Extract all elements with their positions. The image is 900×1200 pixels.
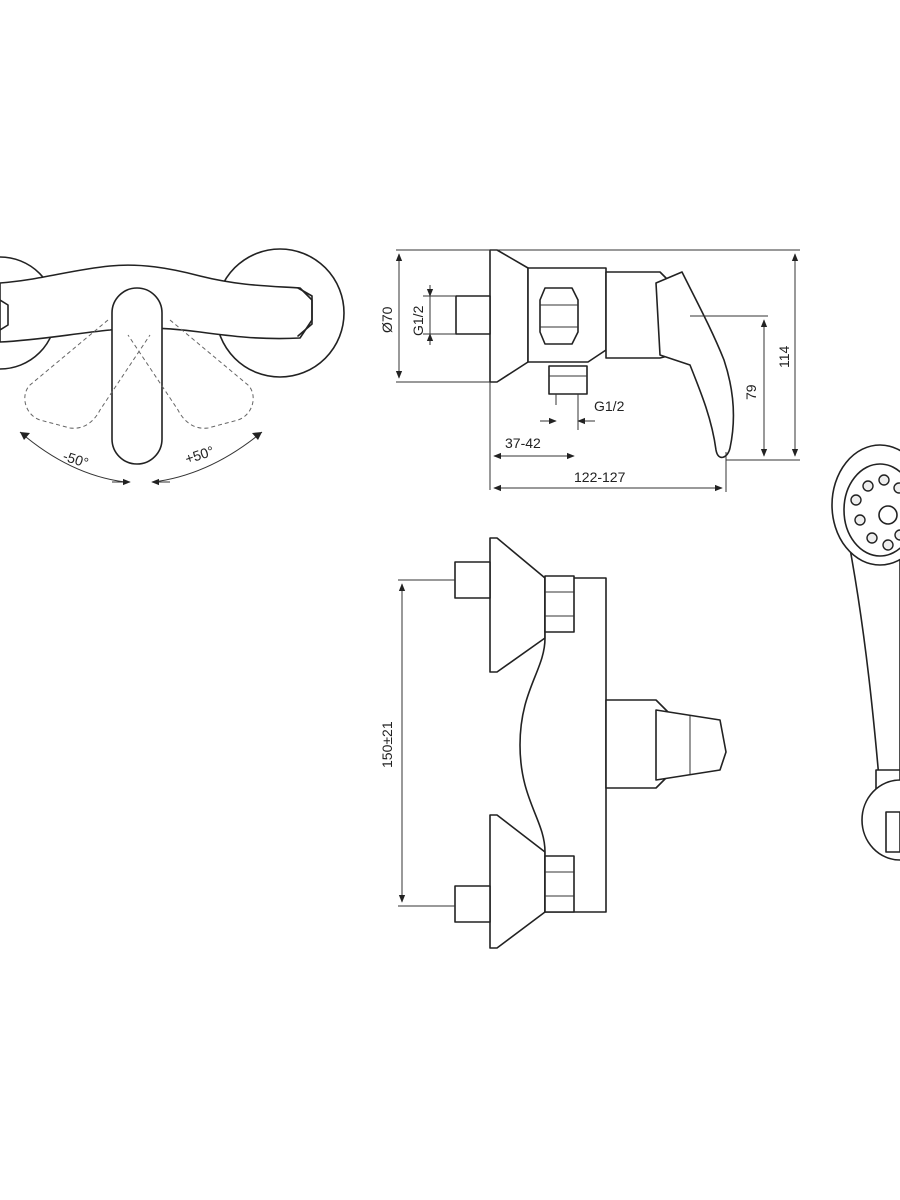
hex-nut-upper xyxy=(544,575,575,633)
lever-side xyxy=(655,271,735,459)
inlet-stub xyxy=(455,295,491,335)
lower-flange xyxy=(489,814,546,949)
angle-right-label: +50° xyxy=(183,443,216,467)
lever-height-label: 79 xyxy=(743,384,759,400)
projection-label: 122-127 xyxy=(574,469,626,485)
outlet-stub xyxy=(548,365,588,395)
hand-shower xyxy=(831,444,900,861)
swing-arc-left xyxy=(19,431,126,483)
top-view: 150±21 xyxy=(379,537,727,949)
upper-stub xyxy=(454,561,491,599)
lower-stub xyxy=(454,885,491,923)
body-top xyxy=(519,577,607,913)
front-view: -50° +50° xyxy=(0,248,345,486)
lever-top xyxy=(655,709,727,781)
hex-nut-lower xyxy=(544,855,575,913)
thread-outlet-label: G1/2 xyxy=(594,398,625,414)
side-view: Ø70 G1/2 G1/2 37-42 122-127 79 114 xyxy=(379,249,800,492)
spray-nozzles xyxy=(850,474,900,551)
upper-flange xyxy=(489,537,546,673)
wall-flange xyxy=(489,249,529,383)
centre-distance-label: 150±21 xyxy=(379,721,395,768)
thread-inlet-label: G1/2 xyxy=(410,305,426,336)
lever-front xyxy=(111,287,163,465)
outlet-offset-label: 37-42 xyxy=(505,435,541,451)
hex-nut-side xyxy=(539,287,579,345)
angle-left-label: -50° xyxy=(61,448,91,471)
overall-height-label: 114 xyxy=(776,345,792,368)
diameter-label: Ø70 xyxy=(379,306,395,333)
